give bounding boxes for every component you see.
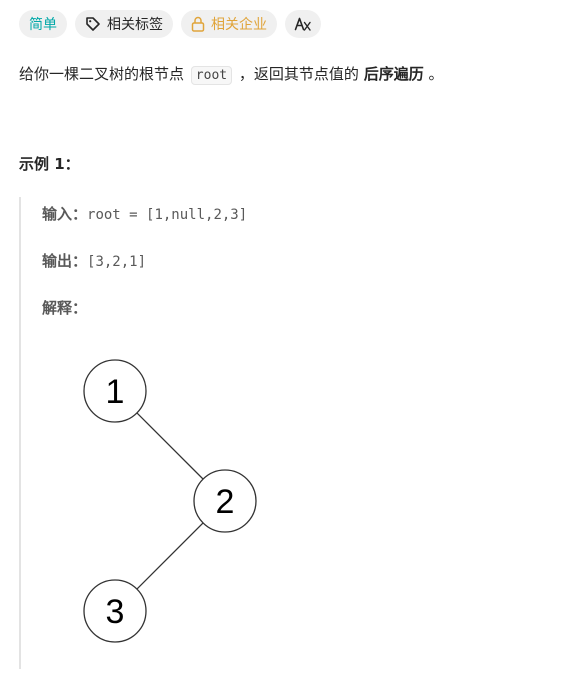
output-value: [3,2,1] <box>87 254 147 270</box>
description-suffix: 。 <box>428 65 444 83</box>
difficulty-tag[interactable]: 简单 <box>19 10 67 38</box>
tree-node-1: 1 <box>83 359 147 423</box>
topics-label: 相关标签 <box>107 17 163 33</box>
explain-label: 解释： <box>42 299 88 317</box>
description-middle: ，返回其节点值的 <box>238 65 359 83</box>
companies-label: 相关企业 <box>211 17 267 33</box>
description-prefix: 给你一棵二叉树的根节点 <box>19 65 185 83</box>
companies-tag[interactable]: 相关企业 <box>181 10 277 38</box>
binary-tree-diagram: 1 2 3 <box>83 359 257 643</box>
lock-icon <box>191 16 205 32</box>
tree-node-2-label: 2 <box>216 483 235 521</box>
tree-node-2: 2 <box>193 469 257 533</box>
example-explanation: 解释： <box>42 297 87 318</box>
topics-tag[interactable]: 相关标签 <box>75 10 173 38</box>
inline-code-root: root <box>190 66 233 85</box>
example-block: 输入：root = [1,null,2,3] 输出：[3,2,1] 解释： 1 … <box>19 197 521 669</box>
example-output: 输出：[3,2,1] <box>42 250 146 271</box>
tag-icon <box>86 17 100 31</box>
tag-bar: 简单 相关标签 相关企业 <box>19 10 321 38</box>
translate-icon <box>294 17 311 31</box>
tree-node-3-label: 3 <box>106 593 125 631</box>
input-value: root = [1,null,2,3] <box>87 207 248 223</box>
problem-description: 给你一棵二叉树的根节点 root ，返回其节点值的 后序遍历 。 <box>19 62 444 88</box>
tree-node-3: 3 <box>83 579 147 643</box>
description-bold: 后序遍历 <box>363 65 424 83</box>
difficulty-label: 简单 <box>29 17 57 33</box>
translate-button[interactable] <box>285 10 321 38</box>
output-label: 输出： <box>42 252 88 270</box>
example-input: 输入：root = [1,null,2,3] <box>42 203 247 224</box>
example-title: 示例 1： <box>19 155 80 173</box>
input-label: 输入： <box>42 205 88 223</box>
tree-node-1-label: 1 <box>106 373 125 411</box>
